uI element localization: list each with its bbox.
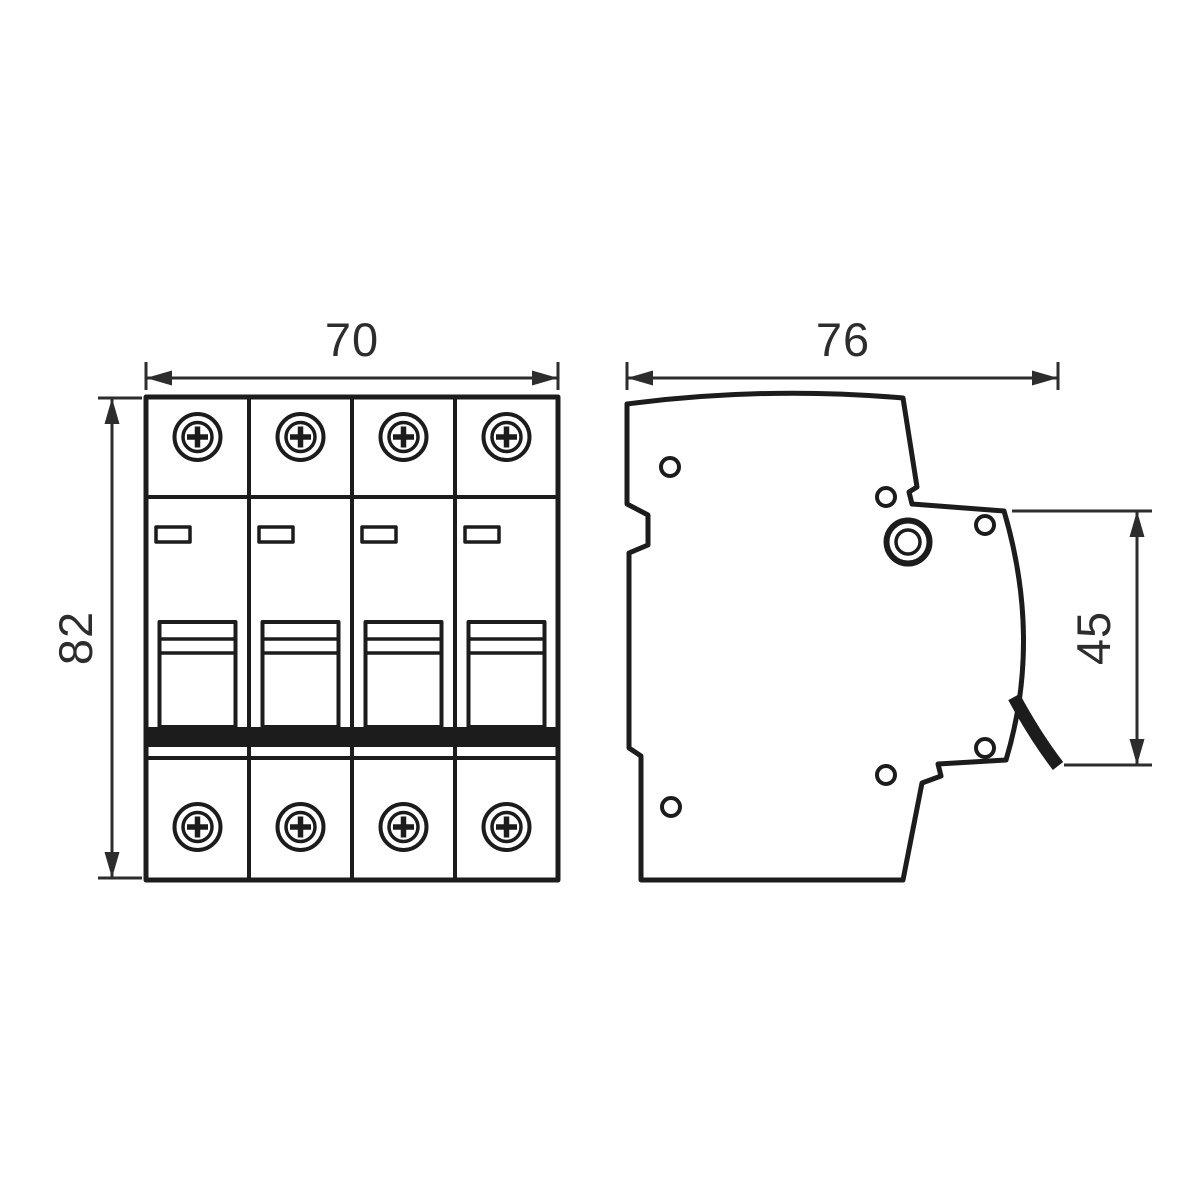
axle-boss-inner — [894, 528, 922, 556]
dim-front-height-label: 82 — [49, 611, 102, 665]
screw-terminal — [175, 414, 221, 460]
rivet-hole — [974, 514, 996, 536]
arrowhead — [104, 852, 120, 878]
front-dark-band — [146, 727, 558, 747]
dimension-front-height: 82 — [49, 396, 142, 880]
arrowhead — [1129, 739, 1145, 765]
screw-terminal — [484, 804, 530, 850]
label-window — [463, 525, 501, 544]
toggle-switch — [260, 620, 341, 729]
dimension-side-front-height: 45 — [1012, 509, 1152, 767]
screw-terminal — [278, 414, 324, 460]
rivet-hole — [974, 737, 996, 759]
rivet-hole — [660, 796, 682, 818]
toggle-switch — [363, 620, 444, 729]
screw-terminal — [381, 804, 427, 850]
label-window — [360, 525, 398, 544]
axle-boss-outer — [883, 517, 933, 567]
toggle-lever — [1008, 693, 1064, 770]
rivet-hole — [875, 764, 897, 786]
dimension-side-depth: 76 — [625, 313, 1060, 390]
toggle-switch — [466, 620, 547, 729]
screw-terminal — [381, 414, 427, 460]
arrowhead — [1032, 370, 1058, 386]
front-view — [143, 394, 561, 883]
dim-side-depth-label: 76 — [816, 313, 870, 366]
dimension-front-width: 70 — [144, 313, 560, 390]
arrowhead — [104, 398, 120, 424]
side-outline — [624, 390, 1026, 883]
label-window — [257, 525, 295, 544]
rivet-hole — [659, 456, 681, 478]
side-view — [624, 390, 1064, 883]
toggle-switch — [157, 620, 238, 729]
arrowhead — [532, 370, 558, 386]
arrowhead — [1129, 511, 1145, 537]
dim-side-front-height-label: 45 — [1067, 611, 1120, 665]
rivet-hole — [875, 486, 897, 508]
arrowhead — [627, 370, 653, 386]
label-window — [154, 525, 192, 544]
screw-terminal — [484, 414, 530, 460]
arrowhead — [146, 370, 172, 386]
screw-terminal — [278, 804, 324, 850]
dim-front-width-label: 70 — [325, 313, 379, 366]
screw-terminal — [175, 804, 221, 850]
